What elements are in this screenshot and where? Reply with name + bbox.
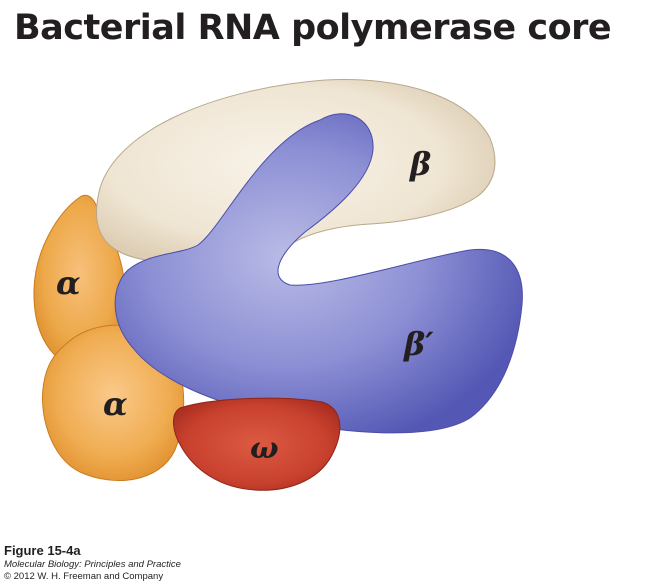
beta-prime-subunit-shape (114, 113, 523, 434)
page-title: Bacterial RNA polymerase core (14, 8, 612, 48)
alpha-upper-label: α (56, 264, 81, 302)
beta-label: β (409, 145, 431, 183)
figure-caption: Figure 15-4a Molecular Biology: Principl… (4, 543, 181, 583)
figure-number: Figure 15-4a (4, 543, 81, 558)
book-title: Molecular Biology: Principles and Practi… (4, 559, 181, 571)
copyright-text: © 2012 W. H. Freeman and Company (4, 571, 164, 583)
alpha-lower-label: α (103, 385, 128, 423)
omega-subunit-shape (173, 397, 341, 491)
omega-label: ω (250, 431, 279, 466)
beta-prime-label: β′ (403, 325, 434, 363)
